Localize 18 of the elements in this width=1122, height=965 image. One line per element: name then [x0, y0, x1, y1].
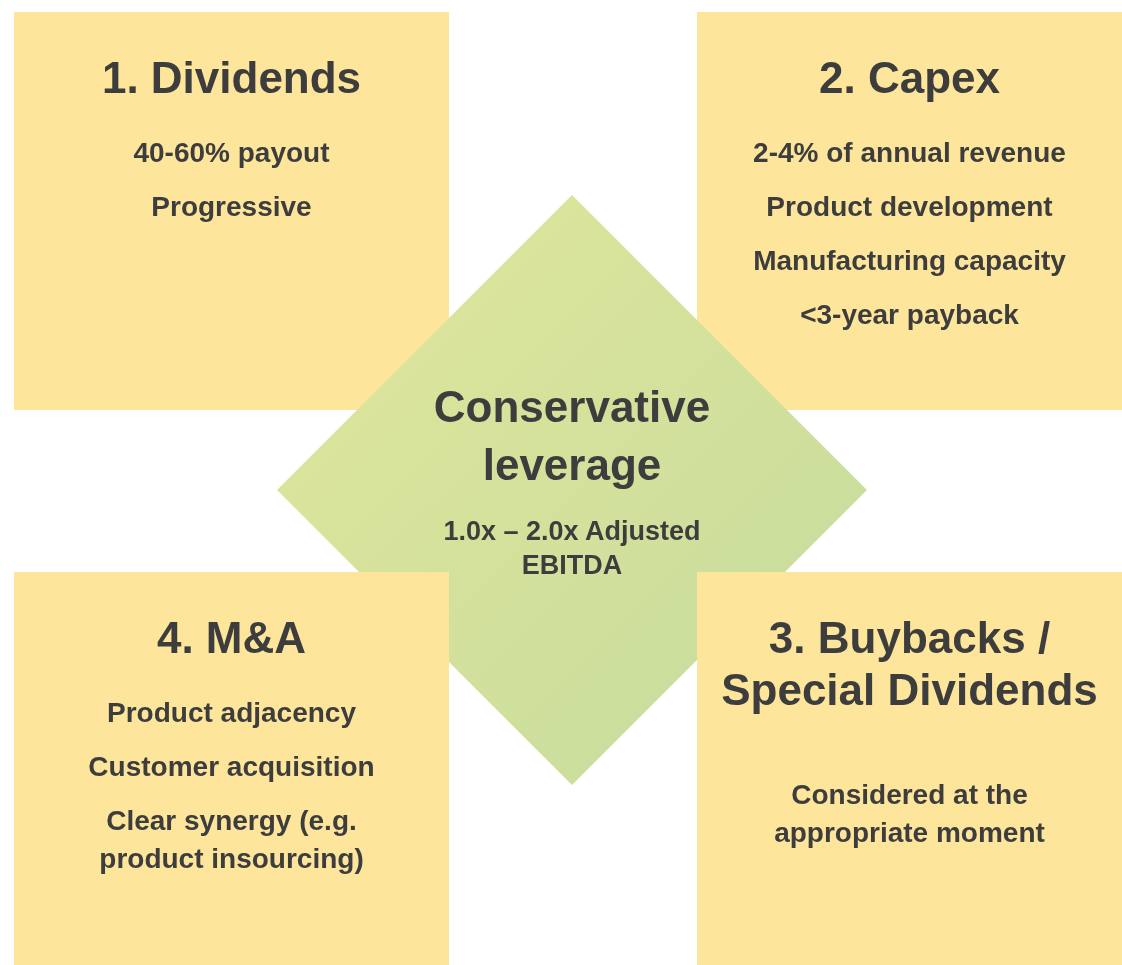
diamond-heading: Conservative leverage — [432, 381, 712, 491]
panel-item: Product adjacency — [107, 696, 356, 730]
panel-item: 2-4% of annual revenue — [753, 136, 1066, 170]
category-panel — [697, 572, 1122, 965]
panel-item: Considered at the appropriate moment — [773, 778, 1046, 850]
panel-item: Customer acquisition — [88, 750, 375, 784]
panel-heading: 4. M&A — [156, 612, 307, 664]
panel-heading: 3. Buybacks / Special Dividends — [720, 612, 1099, 716]
panel-item: Progressive — [151, 190, 312, 224]
panel-heading: 1. Dividends — [101, 52, 362, 104]
panel-heading: 2. Capex — [819, 52, 1000, 104]
panel-item: Manufacturing capacity — [753, 244, 1066, 278]
panel-item: Clear synergy (e.g. product insourcing) — [98, 804, 365, 876]
panel-item: 40-60% payout — [133, 136, 330, 170]
panel-item: <3-year payback — [800, 298, 1019, 332]
category-panel — [14, 572, 449, 965]
diamond-subtext: 1.0x – 2.0x Adjusted EBITDA — [442, 515, 702, 582]
panel-item: Product development — [766, 190, 1053, 224]
